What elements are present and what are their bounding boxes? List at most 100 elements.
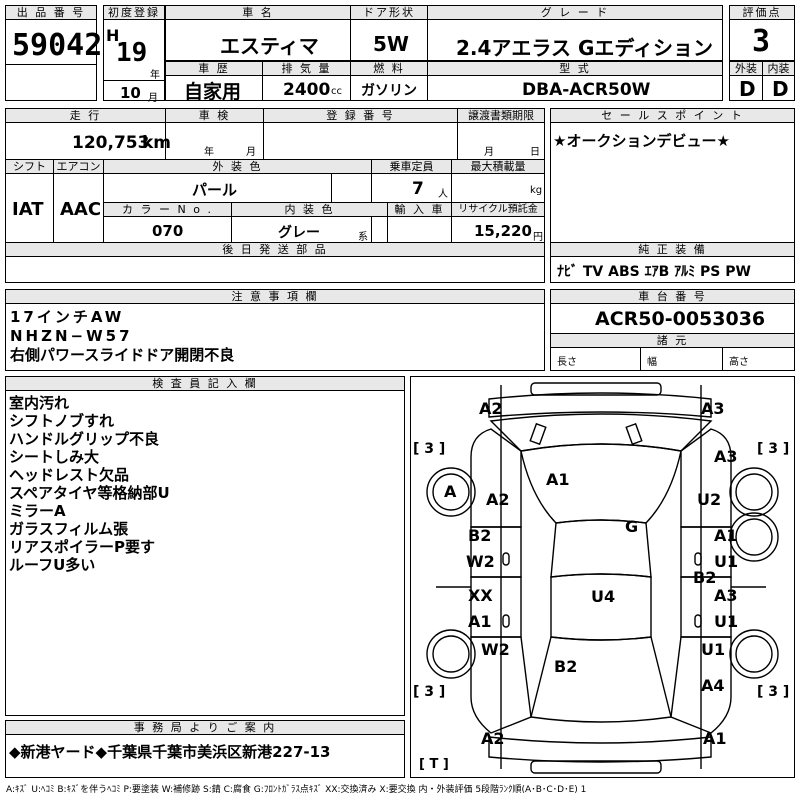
- lot-number: 59042: [12, 28, 103, 63]
- color: パール: [192, 181, 238, 199]
- damage-mark: G: [625, 517, 639, 536]
- recycle-fee: 15,220: [474, 222, 532, 240]
- sales-point-label: セ ー ル ス ポ イ ン ト: [551, 109, 794, 123]
- door-box: ドア形状 5W: [350, 5, 428, 61]
- damage-mark: A2: [481, 729, 505, 748]
- inspector-line: リアスポイラーP要す: [9, 538, 155, 556]
- car-name-box: 車 名 エスティマ: [165, 5, 351, 61]
- displacement-label: 排 気 量: [263, 62, 350, 76]
- year-unit: 年: [150, 70, 160, 81]
- chassis-number: ACR50-0053036: [595, 308, 766, 330]
- interior-label: 内装: [763, 62, 794, 76]
- transfer-day: 日: [530, 147, 540, 158]
- damage-mark: A3: [701, 399, 725, 418]
- int-color-label: 内 装 色: [232, 203, 388, 217]
- model-label: 型 式: [428, 62, 722, 76]
- inspector-line: ミラーA: [9, 502, 66, 520]
- damage-mark: A1: [546, 470, 570, 489]
- interior-box: 内装 D: [762, 61, 795, 101]
- damage-mark: A2: [486, 490, 510, 509]
- damage-mark: A3: [714, 447, 738, 466]
- color-no: 070: [152, 222, 184, 240]
- inspector-line: シートしみ大: [9, 448, 100, 466]
- damage-mark: A3: [714, 586, 738, 605]
- history: 自家用: [184, 81, 242, 103]
- history-box: 車 歴 自家用: [165, 61, 263, 103]
- damage-mark: A1: [703, 729, 727, 748]
- exterior-grade: D: [739, 77, 756, 101]
- first-reg-label: 初度登録: [104, 6, 164, 20]
- spec-height: 高さ: [729, 357, 749, 368]
- lot-box: 出 品 番 号 59042: [5, 5, 102, 101]
- fuel-box: 燃 料 ガソリン: [350, 61, 428, 101]
- damage-mark: B2: [693, 568, 717, 587]
- damage-mark: A4: [701, 676, 725, 695]
- capacity-label: 乗車定員: [372, 160, 452, 174]
- exterior-label: 外装: [730, 62, 762, 76]
- fuel-label: 燃 料: [351, 62, 427, 76]
- inspector-line: 室内汚れ: [9, 394, 70, 412]
- chassis-box: 車 台 番 号 ACR50-0053036 諸 元 長さ 幅 高さ: [550, 289, 795, 371]
- int-color: グレー: [278, 225, 320, 241]
- inspection-month: 月: [246, 147, 256, 158]
- load-unit: kg: [530, 185, 543, 196]
- note-line: 17インチAW: [10, 308, 125, 326]
- legend: A:ｷｽﾞ U:ﾍｺﾐ B:ｷｽﾞを伴うﾍｺﾐ P:要塗装 W:補修跡 S:錆 …: [6, 785, 587, 795]
- first-reg-year: 19: [116, 38, 148, 68]
- notes-label: 注 意 事 項 欄: [6, 290, 544, 304]
- tire-bracket: [ 3 ]: [757, 684, 790, 700]
- ac-label: エアコン: [54, 160, 104, 174]
- model-box: 型 式 DBA-ACR50W: [427, 61, 723, 101]
- equipment: ﾅﾋﾞ TV ABS ｴｱB ｱﾙﾐ PS PW: [557, 264, 751, 280]
- inspector-line: ヘッドレスト欠品: [9, 466, 130, 484]
- score-box: 評価点 3: [729, 5, 795, 61]
- displacement: 2400: [283, 80, 331, 100]
- sales-point: ★オークションデビュー★: [553, 132, 730, 150]
- inspection-label: 車 検: [166, 109, 264, 123]
- damage-mark: A1: [714, 526, 738, 545]
- int-color-unit: 系: [358, 232, 368, 243]
- spec-length: 長さ: [557, 357, 577, 368]
- exterior-box: 外装 D: [729, 61, 763, 101]
- score: 3: [752, 24, 771, 59]
- damage-mark: A2: [479, 399, 503, 418]
- damage-mark: U2: [697, 490, 722, 509]
- mileage-label: 走 行: [6, 109, 166, 123]
- capacity-unit: 人: [438, 189, 448, 200]
- tire-bracket: [ 3 ]: [757, 441, 790, 457]
- damage-mark: A: [444, 482, 457, 501]
- history-label: 車 歴: [166, 62, 262, 76]
- office-label: 事 務 局 よ り ご 案 内: [6, 721, 404, 735]
- mileage: 120,753: [72, 133, 150, 153]
- grade-label: グ レ ー ド: [428, 6, 722, 20]
- car-name: エスティマ: [220, 34, 319, 58]
- capacity: 7: [412, 179, 424, 199]
- spec-width: 幅: [647, 357, 657, 368]
- damage-mark: W2: [466, 552, 495, 571]
- grade: 2.4アエラス Gエディション: [456, 36, 714, 60]
- tire-bracket: [ 3 ]: [413, 441, 446, 457]
- note-line: 右側パワースライドドア開閉不良: [10, 346, 235, 364]
- equipment-label: 純 正 装 備: [551, 243, 794, 257]
- door-label: ドア形状: [351, 6, 427, 20]
- inspector-line: ルーフU多い: [9, 556, 96, 574]
- inspector-line: ガラスフィルム張: [9, 520, 129, 538]
- details-block: 走 行 車 検 登 録 番 号 譲渡書類期限 120,753 km 年 月 月 …: [5, 108, 545, 283]
- lot-label: 出 品 番 号: [6, 6, 96, 20]
- score-label: 評価点: [730, 6, 794, 20]
- inspector-line: スペアタイヤ等格納部U: [9, 484, 170, 502]
- grade-box: グ レ ー ド 2.4アエラス Gエディション: [427, 5, 723, 61]
- damage-mark: XX: [468, 586, 493, 605]
- displacement-unit: cc: [331, 86, 342, 97]
- ac: AAC: [60, 199, 102, 220]
- recycle-label: リサイクル預託金: [452, 203, 544, 217]
- first-reg-box: 初度登録 H 19 年 10 月: [103, 5, 165, 104]
- inspector-line: シフトノブすれ: [9, 412, 115, 430]
- damage-mark: U1: [714, 612, 739, 631]
- transfer-label: 譲渡書類期限: [458, 109, 544, 123]
- damage-mark: B2: [468, 526, 492, 545]
- inspector-line: ハンドルグリップ不良: [9, 430, 160, 448]
- inspector-label: 検 査 員 記 入 欄: [6, 377, 404, 391]
- damage-mark: A1: [468, 612, 492, 631]
- damage-mark: W2: [481, 640, 510, 659]
